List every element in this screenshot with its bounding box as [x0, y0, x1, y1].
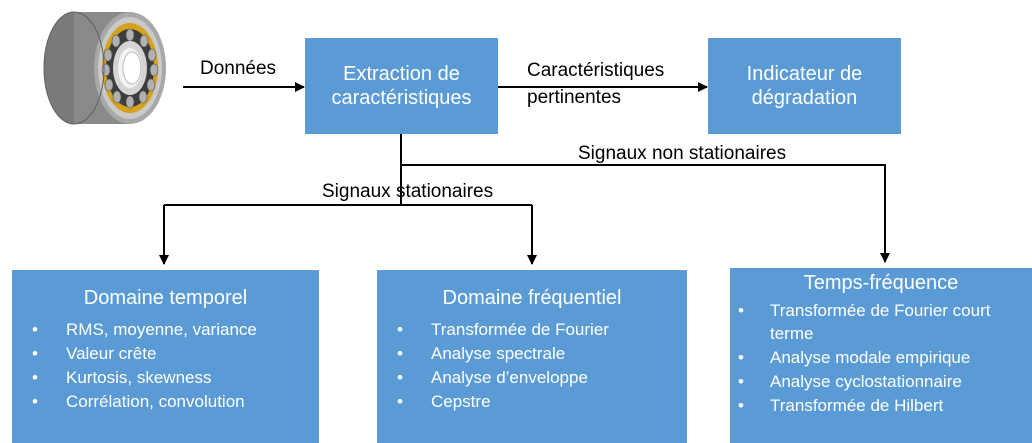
- degradation-indicator-box: Indicateur de dégradation: [708, 38, 901, 134]
- degradation-indicator-line2: dégradation: [751, 87, 858, 109]
- pertinent-features-label: Caractéristiques pertinentes: [527, 60, 697, 109]
- list-item: Analyse d’enveloppe: [397, 366, 687, 389]
- time-frequency-list: Transformée de Fourier court terme Analy…: [730, 299, 1032, 417]
- list-item: Transformée de Fourier court terme: [738, 299, 1026, 345]
- data-label: Données: [200, 58, 277, 79]
- list-item: Cepstre: [397, 390, 687, 413]
- list-item: Transformée de Hilbert: [738, 394, 1026, 417]
- feature-extraction-box: Extraction de caractéristiques: [305, 38, 498, 134]
- arrow-non-stationary: [401, 164, 890, 263]
- bearing-icon: [43, 11, 166, 125]
- list-item: Analyse spectrale: [397, 342, 687, 365]
- time-frequency-title: Temps-fréquence: [803, 272, 959, 294]
- list-item: Analyse cyclostationnaire: [738, 370, 1026, 393]
- list-item: Transformée de Fourier: [397, 318, 687, 341]
- frequency-domain-list: Transformée de Fourier Analyse spectrale…: [377, 318, 687, 413]
- list-item: Valeur crête: [32, 342, 319, 365]
- list-item: RMS, moyenne, variance: [32, 318, 319, 341]
- feature-extraction-line1: Extraction de: [343, 63, 460, 85]
- feature-extraction-line2: caractéristiques: [331, 87, 472, 109]
- non-stationary-label: Signaux non stationaires: [578, 143, 787, 164]
- time-frequency-box: Temps-fréquence Transformée de Fourier c…: [730, 268, 1032, 443]
- list-item: Analyse modale empirique: [738, 346, 1026, 369]
- temporal-domain-list: RMS, moyenne, variance Valeur crête Kurt…: [12, 318, 319, 413]
- frequency-domain-box: Domaine fréquentiel Transformée de Fouri…: [377, 270, 687, 443]
- pertinent-features-label-line2: pertinentes: [527, 87, 622, 108]
- degradation-indicator-line1: Indicateur de: [746, 63, 863, 85]
- temporal-domain-box: Domaine temporel RMS, moyenne, variance …: [12, 270, 319, 443]
- temporal-domain-title: Domaine temporel: [83, 287, 248, 309]
- list-item: Corrélation, convolution: [32, 390, 319, 413]
- list-item: Kurtosis, skewness: [32, 366, 319, 389]
- frequency-domain-title: Domaine fréquentiel: [442, 287, 622, 309]
- stationary-label: Signaux stationaires: [322, 181, 494, 202]
- pertinent-features-label-line1: Caractéristiques: [527, 60, 665, 81]
